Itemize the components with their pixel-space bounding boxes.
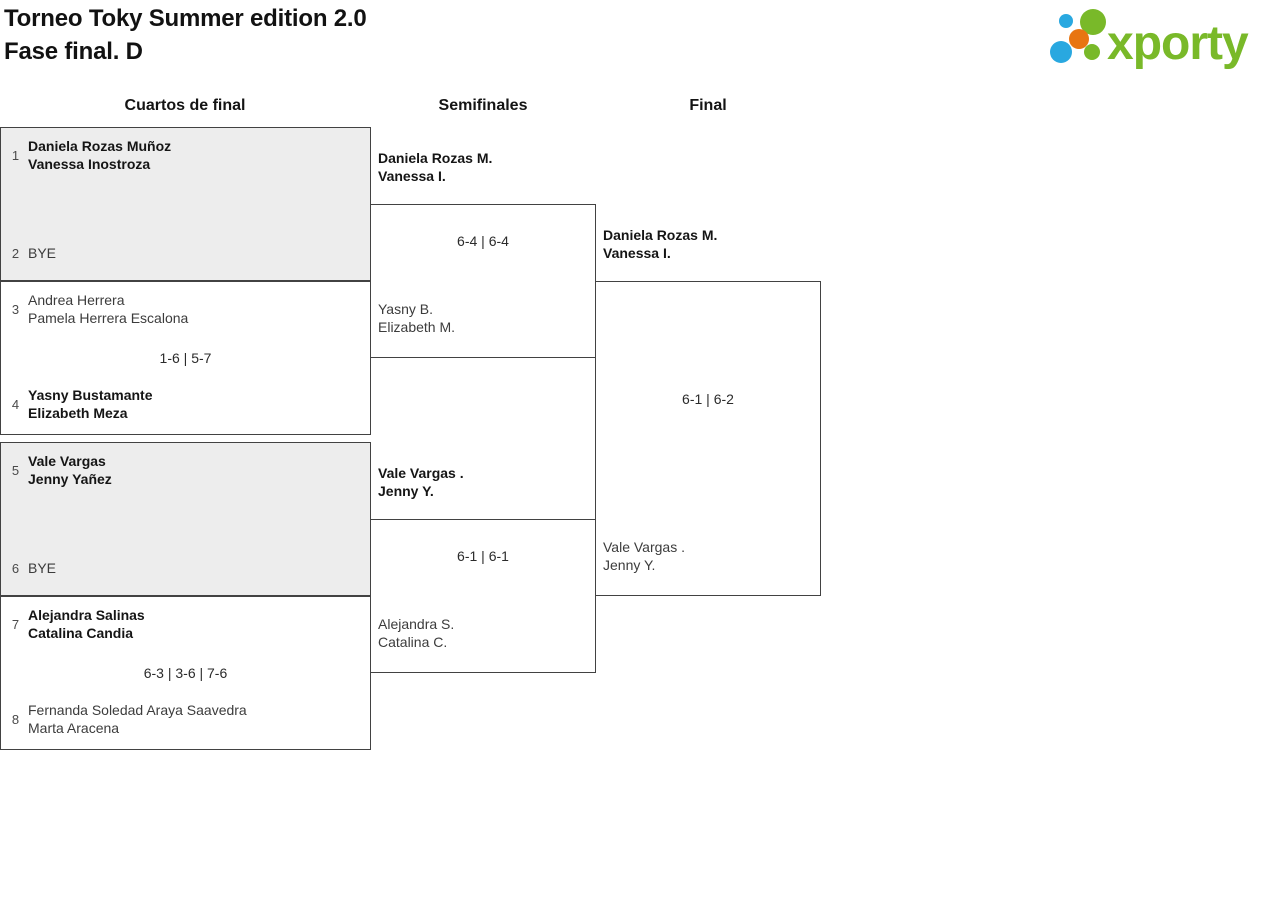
match-score: 6-1 | 6-2 — [682, 390, 734, 407]
seed-number: 4 — [11, 396, 20, 412]
team-name: Alejandra S. Catalina C. — [378, 616, 455, 650]
seed-number: 5 — [11, 462, 20, 478]
team-slot-seed-1[interactable]: 1 Daniela Rozas Muñoz Vanessa Inostroza — [9, 137, 362, 173]
round-header-final: Final — [689, 97, 727, 114]
team-slot[interactable]: Alejandra S. Catalina C. — [378, 615, 454, 651]
match-quarterfinal-1: 1 Daniela Rozas Muñoz Vanessa Inostroza … — [0, 127, 371, 281]
team-name: Fernanda Soledad Araya Saavedra Marta Ar… — [28, 702, 247, 736]
tournament-name: Torneo Toky Summer edition 2.0 — [4, 5, 367, 32]
team-slot[interactable]: Vale Vargas . Jenny Y. — [378, 464, 464, 500]
team-name: Vale Vargas . Jenny Y. — [603, 539, 685, 573]
match-score: 1-6 | 5-7 — [159, 350, 212, 366]
seed-number: 3 — [11, 301, 20, 317]
match-quarterfinal-3: 5 Vale Vargas Jenny Yañez 6 BYE — [0, 442, 371, 596]
seed-number: 2 — [11, 245, 20, 261]
logo-dot-green-large — [1080, 9, 1106, 35]
logo-wordmark: xporty — [1107, 17, 1249, 70]
team-name: BYE — [28, 560, 57, 576]
team-name: BYE — [28, 245, 57, 261]
team-slot-seed-2[interactable]: 2 BYE — [9, 244, 362, 262]
team-name: Daniela Rozas Muñoz Vanessa Inostroza — [28, 138, 172, 172]
seed-number: 7 — [11, 616, 20, 632]
team-name: Yasny Bustamante Elizabeth Meza — [28, 387, 153, 421]
team-name: Vale Vargas Jenny Yañez — [28, 453, 112, 487]
team-name: Andrea Herrera Pamela Herrera Escalona — [28, 292, 189, 326]
team-slot-seed-7[interactable]: 7 Alejandra Salinas Catalina Candia — [9, 606, 362, 642]
xporty-logo-icon: xporty — [1050, 9, 1250, 70]
team-name: Daniela Rozas M. Vanessa I. — [603, 227, 718, 261]
seed-number: 1 — [11, 147, 20, 163]
team-slot-seed-5[interactable]: 5 Vale Vargas Jenny Yañez — [9, 452, 362, 488]
team-name: Daniela Rozas M. Vanessa I. — [378, 150, 493, 184]
match-score: 6-4 | 6-4 — [457, 233, 509, 249]
team-slot-seed-8[interactable]: 8 Fernanda Soledad Araya Saavedra Marta … — [9, 701, 362, 737]
logo-dot-green-small — [1084, 44, 1100, 60]
round-header-semifinals: Semifinales — [438, 97, 528, 114]
seed-number: 6 — [11, 560, 20, 576]
team-slot-seed-3[interactable]: 3 Andrea Herrera Pamela Herrera Escalona — [9, 291, 362, 327]
match-quarterfinal-2: 3 Andrea Herrera Pamela Herrera Escalona… — [0, 281, 371, 435]
team-name: Yasny B. Elizabeth M. — [378, 301, 456, 335]
team-slot[interactable]: Daniela Rozas M. Vanessa I. — [603, 226, 717, 262]
match-quarterfinal-4: 7 Alejandra Salinas Catalina Candia 6-3 … — [0, 596, 371, 750]
match-score: 6-3 | 3-6 | 7-6 — [143, 665, 228, 681]
team-slot-seed-6[interactable]: 6 BYE — [9, 559, 362, 577]
logo-dot-blue-large — [1050, 41, 1072, 63]
xporty-logo[interactable]: xporty — [1045, 0, 1277, 72]
team-slot-seed-4[interactable]: 4 Yasny Bustamante Elizabeth Meza — [9, 386, 362, 422]
phase-name: Fase final. D — [4, 38, 143, 65]
round-header-quarterfinals: Cuartos de final — [124, 97, 246, 114]
team-name: Alejandra Salinas Catalina Candia — [28, 607, 145, 641]
team-slot[interactable]: Daniela Rozas M. Vanessa I. — [378, 149, 492, 185]
team-name: Vale Vargas . Jenny Y. — [378, 465, 464, 499]
match-semifinal-1: Daniela Rozas M. Vanessa I. 6-4 | 6-4 Ya… — [370, 150, 596, 358]
match-final: Daniela Rozas M. Vanessa I. 6-1 | 6-2 Va… — [595, 227, 821, 596]
team-slot[interactable]: Vale Vargas . Jenny Y. — [603, 538, 685, 574]
match-semifinal-2: Vale Vargas . Jenny Y. 6-1 | 6-1 Alejand… — [370, 465, 596, 673]
match-score: 6-1 | 6-1 — [457, 548, 509, 564]
team-slot[interactable]: Yasny B. Elizabeth M. — [378, 300, 455, 336]
seed-number: 8 — [11, 711, 20, 727]
logo-dot-blue-small — [1059, 14, 1073, 28]
page-title: Torneo Toky Summer edition 2.0 Fase fina… — [4, 2, 367, 68]
logo-dot-orange — [1069, 29, 1089, 49]
